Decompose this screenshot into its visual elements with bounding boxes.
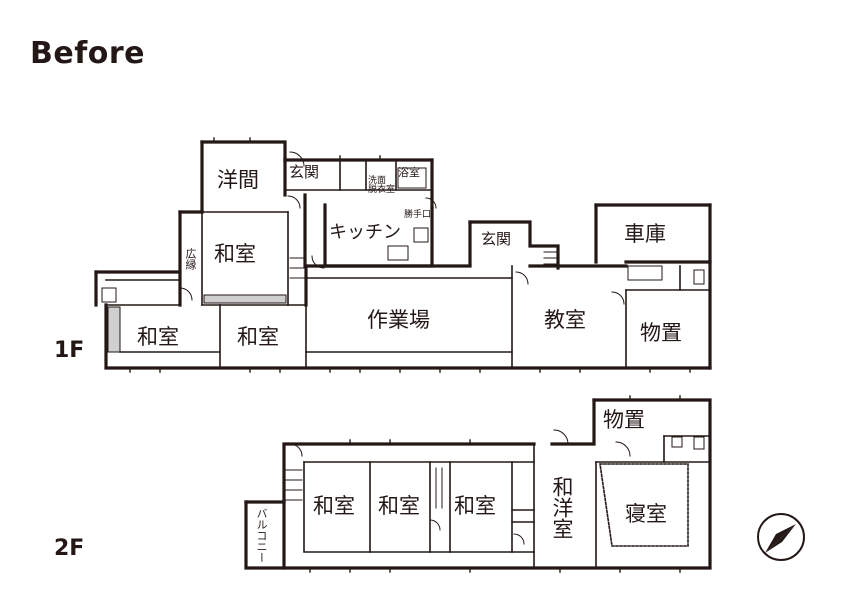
room-monooki-2f: 物置 <box>603 408 645 432</box>
walls-2f <box>244 398 712 570</box>
room-genkan-b: 玄関 <box>481 230 512 248</box>
inner-walls-2f <box>303 435 711 569</box>
walls-1f <box>94 140 712 370</box>
room-monooki-1f: 物置 <box>640 321 682 345</box>
room-yokushitsu: 浴室 <box>398 166 420 179</box>
room-washitsu-2f-2: 和室 <box>378 494 420 518</box>
room-yoma: 洋間 <box>217 168 259 192</box>
room-hiroen: 広縁 <box>184 248 197 270</box>
window-ticks <box>129 137 691 573</box>
inner-walls-1f <box>105 159 711 369</box>
page-title: Before <box>30 36 146 71</box>
room-genkan-a: 玄関 <box>289 163 320 181</box>
room-balcony: バルコニー <box>255 508 268 563</box>
room-sagyoba: 作業場 <box>367 308 430 332</box>
room-shinshitsu: 寝室 <box>625 502 667 526</box>
room-senmen: 洗面 脱衣室 <box>368 176 396 196</box>
room-washitsu-left: 和室 <box>137 325 179 349</box>
room-wayoshitsu: 和洋室 <box>550 476 574 539</box>
fixtures <box>101 151 705 545</box>
room-washitsu-mid: 和室 <box>237 325 279 349</box>
room-kattekuchi: 勝手口 <box>404 210 432 220</box>
room-washitsu-2f-1: 和室 <box>313 494 355 518</box>
room-kitchen: キッチン <box>329 222 401 243</box>
room-shako: 車庫 <box>624 222 666 246</box>
floor-label-2f: 2F <box>54 536 85 561</box>
floor-label-1f: 1F <box>54 338 85 363</box>
room-washitsu-2f-3: 和室 <box>454 494 496 518</box>
room-kyoshitsu: 教室 <box>544 308 586 332</box>
room-washitsu-upper: 和室 <box>214 242 256 266</box>
north-arrow-icon <box>757 513 805 561</box>
